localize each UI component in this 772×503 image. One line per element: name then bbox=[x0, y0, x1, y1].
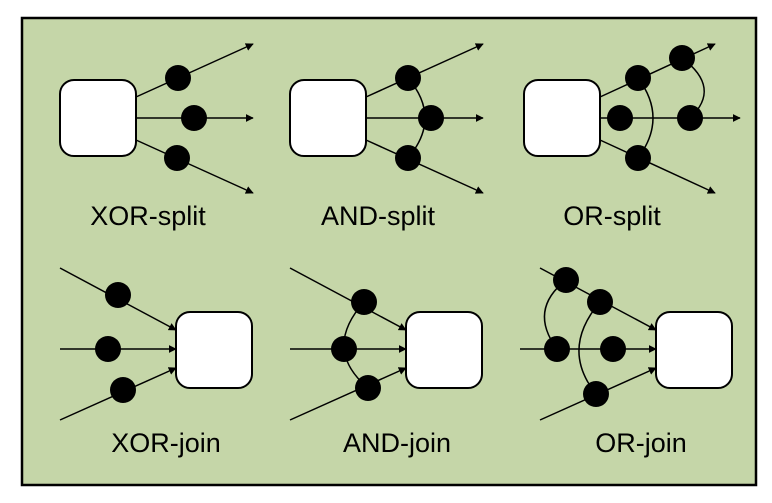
xor-split-edge-up bbox=[135, 43, 254, 98]
and-join-node-bottom bbox=[355, 375, 381, 401]
and-join-edge-top bbox=[289, 267, 407, 331]
or-split-node-upper bbox=[625, 65, 651, 91]
or-join-node-middle-right bbox=[600, 336, 626, 362]
xor-split-node-bottom bbox=[164, 145, 190, 171]
and-join-node-middle bbox=[331, 336, 357, 362]
or-join-node-top bbox=[553, 267, 579, 293]
or-split-edge-up bbox=[599, 43, 716, 98]
or-split-node-middle-left bbox=[607, 105, 633, 131]
or-split-activity-box bbox=[523, 79, 601, 157]
xor-join-label: XOR-join bbox=[111, 428, 221, 458]
and-split-node-middle bbox=[418, 105, 444, 131]
xor-join-node-middle bbox=[95, 336, 121, 362]
xor-split-edge-down bbox=[135, 139, 254, 194]
or-join-label: OR-join bbox=[595, 428, 687, 458]
panel-background bbox=[20, 16, 758, 487]
or-split-edge-down bbox=[599, 139, 716, 194]
xor-split-node-top bbox=[165, 65, 191, 91]
or-split-node-bottom bbox=[625, 145, 651, 171]
xor-split-node-middle bbox=[181, 105, 207, 131]
or-split-node-middle-right bbox=[677, 105, 703, 131]
and-join-activity-box bbox=[405, 311, 483, 389]
xor-join-node-top bbox=[105, 282, 131, 308]
xor-join-activity-box bbox=[175, 311, 253, 389]
and-split-edge-up bbox=[365, 43, 484, 98]
xor-split-activity-box bbox=[59, 79, 137, 157]
and-split-node-bottom bbox=[395, 145, 421, 171]
and-split-node-top bbox=[395, 65, 421, 91]
or-split-label: OR-split bbox=[563, 201, 661, 231]
or-join-node-bottom bbox=[583, 381, 609, 407]
or-split-node-top bbox=[669, 45, 695, 71]
or-join-node-upper bbox=[587, 289, 613, 315]
or-join-activity-box bbox=[655, 311, 733, 389]
xor-split-label: XOR-split bbox=[90, 201, 206, 231]
and-join-edge-bottom bbox=[289, 367, 407, 421]
and-split-activity-box bbox=[289, 79, 367, 157]
or-join-node-middle-left bbox=[544, 336, 570, 362]
xor-join-node-bottom bbox=[110, 377, 136, 403]
and-split-edge-down bbox=[365, 139, 484, 194]
and-split-label: AND-split bbox=[321, 201, 436, 231]
and-join-node-top bbox=[351, 289, 377, 315]
and-join-label: AND-join bbox=[343, 428, 451, 458]
